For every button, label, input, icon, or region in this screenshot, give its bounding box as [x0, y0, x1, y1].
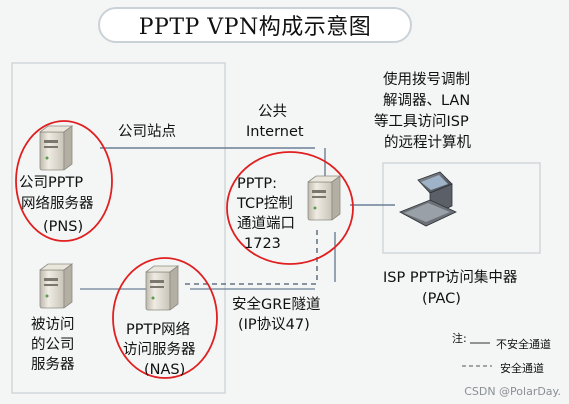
nas-highlight-ring — [112, 257, 218, 379]
nas-label-l2: 访问服务器 — [123, 342, 196, 358]
company-site-label: 公司站点 — [118, 124, 176, 140]
tcp-label-l4: 1723 — [244, 236, 281, 252]
pns-label-l2: 网络服务器 — [21, 196, 94, 212]
remote-label-l2: 解调器、LAN — [383, 93, 471, 109]
public-internet-label-l2: Internet — [246, 124, 304, 140]
visited-server-icon — [38, 263, 74, 309]
gre-label-l2: (IP协议47) — [238, 317, 310, 333]
pns-highlight-ring — [15, 120, 113, 242]
remote-label-l1: 使用拨号调制 — [383, 72, 470, 88]
nas-label-l1: PPTP网络 — [126, 322, 191, 338]
legend-insecure-label: 不安全通道 — [496, 338, 551, 351]
remote-computer-icon — [399, 171, 457, 227]
visited-label-l1: 被访问 — [31, 317, 75, 333]
csdn-watermark: CSDN @PolarDay. — [464, 385, 561, 398]
remote-computer-box — [382, 162, 541, 254]
diagram-title: PPTP VPN构成示意图 — [98, 7, 412, 43]
pac-label-l1: ISP PPTP访问集中器 — [383, 270, 518, 286]
pac-label-l2: (PAC) — [422, 291, 461, 307]
pns-server-icon — [38, 125, 74, 171]
company-site-box — [11, 62, 226, 394]
gre-label-l1: 安全GRE隧道 — [232, 297, 321, 313]
nas-label-l3: (NAS) — [144, 362, 186, 378]
remote-label-l3: 等工具访问ISP — [374, 114, 469, 130]
tcp-label-l1: PPTP: — [237, 176, 277, 192]
legend-secure-label: 安全通道 — [500, 362, 544, 375]
pac-server-icon — [306, 175, 342, 221]
pns-label-l1: 公司PPTP — [19, 175, 84, 191]
nas-server-icon — [144, 265, 180, 311]
visited-label-l2: 的公司 — [31, 337, 75, 353]
visited-label-l3: 服务器 — [31, 357, 75, 373]
public-internet-label-l1: 公共 — [258, 104, 287, 120]
tcp-label-l3: 通道端口 — [237, 216, 295, 232]
tcp-label-l2: TCP控制 — [237, 196, 293, 212]
pns-label-l3: (PNS) — [43, 219, 84, 235]
remote-label-l4: 的远程计算机 — [384, 135, 471, 151]
legend-title: 注: — [452, 332, 467, 345]
pac-highlight-ring — [226, 151, 354, 265]
